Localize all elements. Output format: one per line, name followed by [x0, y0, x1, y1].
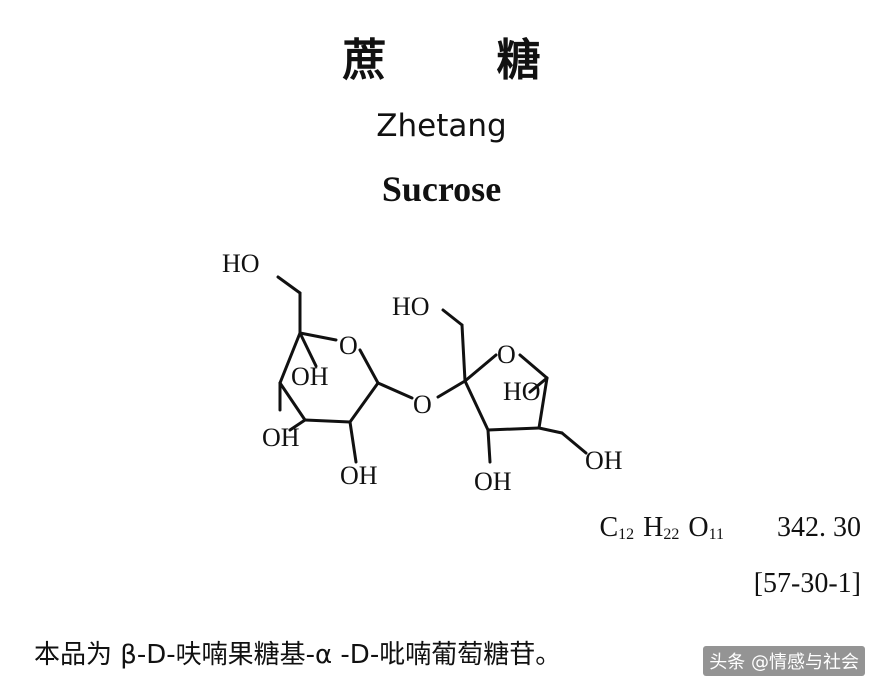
label-ho-fructose-ch2: HO — [392, 292, 430, 321]
title-char-2: 糖 — [496, 35, 541, 86]
label-oh-c4: OH — [291, 362, 329, 391]
formula-carbon: C — [599, 512, 619, 543]
label-glycosidic-oxygen: O — [413, 390, 432, 419]
label-oh-fructose-ch2: OH — [585, 446, 623, 475]
molecular-formula: C12 H22 O11 342. 30 — [599, 512, 861, 544]
page-title-pinyin: Zhetang — [376, 108, 507, 144]
page-title-english: Sucrose — [381, 169, 502, 209]
label-oh-c2: OH — [340, 461, 378, 490]
formula-oxygen-count: 11 — [708, 526, 724, 543]
cas-number: [57-30-1] — [753, 568, 861, 599]
formula-carbon-count: 12 — [618, 526, 635, 543]
label-ho-fructose-ring: HO — [503, 377, 541, 406]
label-ring-oxygen-glucose: O — [339, 331, 358, 360]
formula-oxygen: O — [688, 512, 709, 543]
formula-hydrogen: H — [643, 512, 664, 543]
label-oh-fructose-c3: OH — [474, 467, 512, 496]
label-ho-primary: HO — [222, 249, 260, 278]
page-title-chinese: 蔗糖 — [0, 24, 883, 88]
fructose-ring-bonds — [436, 308, 588, 464]
formula-hydrogen-count: 22 — [663, 526, 680, 543]
description-text: 本品为 β-D-呋喃果糖基-α -D-吡喃葡萄糖苷。 — [34, 640, 562, 670]
label-ring-oxygen-fructose: O — [497, 340, 516, 369]
glucose-ring-bonds — [276, 275, 414, 464]
label-oh-c3: OH — [262, 423, 300, 452]
watermark: 头条 @情感与社会 — [703, 646, 865, 676]
title-char-1: 蔗 — [342, 35, 387, 86]
molecular-weight: 342. 30 — [777, 512, 861, 543]
